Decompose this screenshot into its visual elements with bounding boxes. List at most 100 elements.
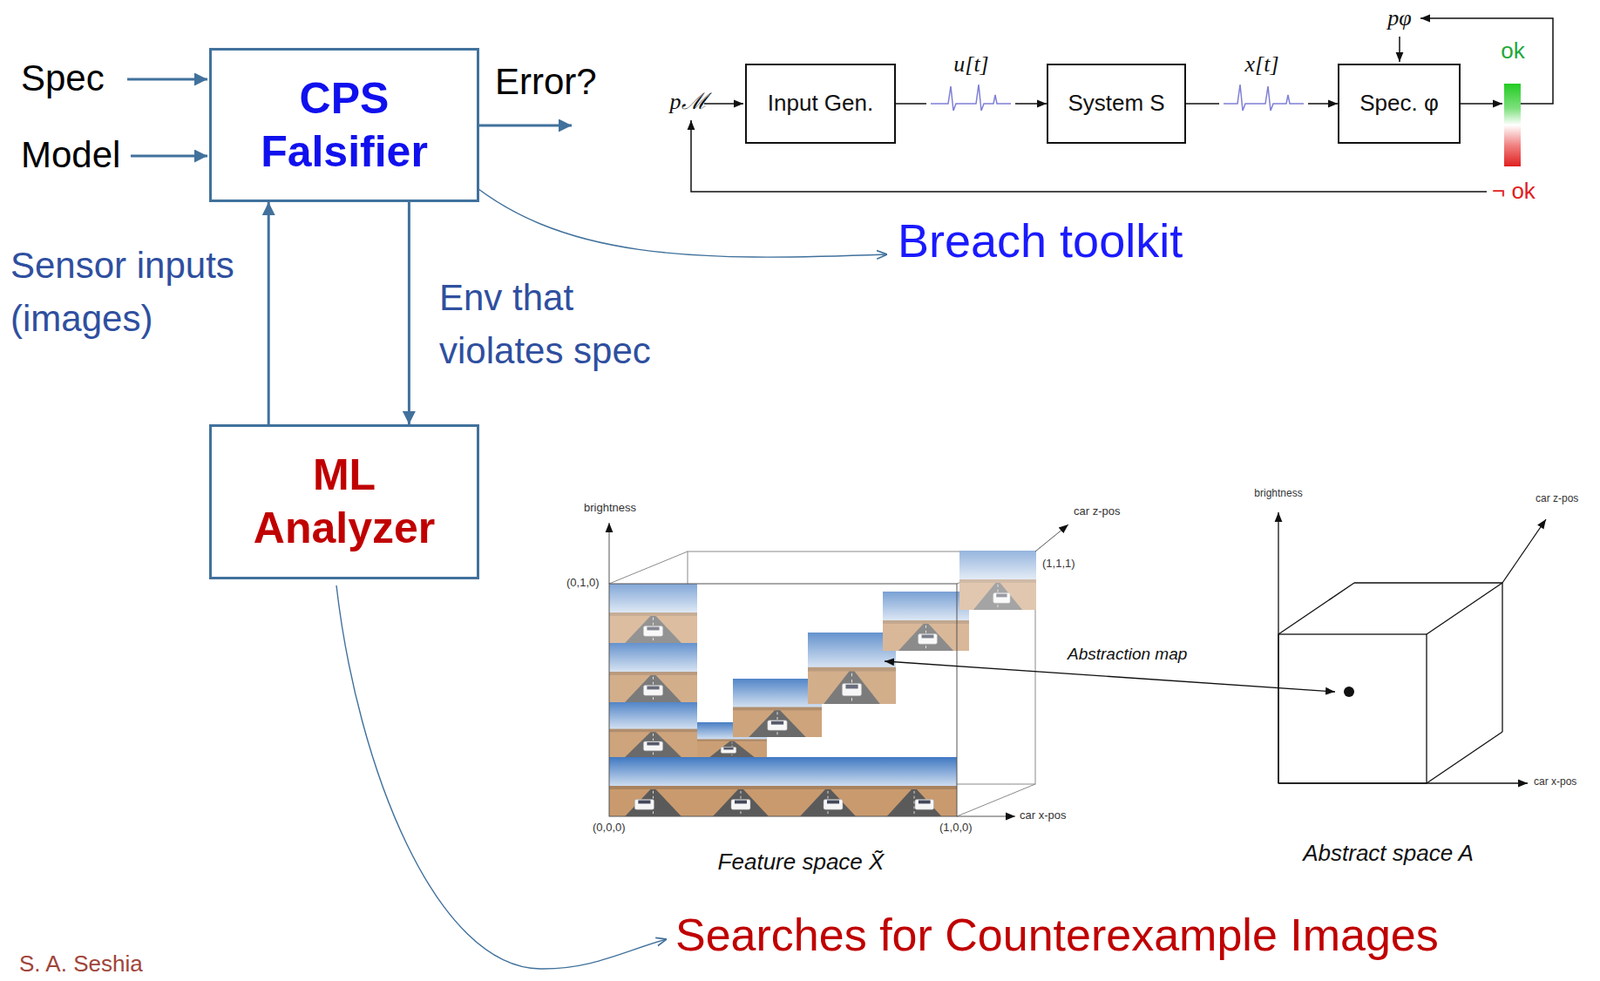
road-image [827,800,840,805]
road-image [959,550,1037,611]
verdict-label: ¬ ok [1491,178,1536,205]
feature-axes [609,522,611,584]
road-image [609,789,698,817]
road-image [800,789,856,817]
box-text: Spec. φ [1359,89,1439,117]
output-label: Error? [494,61,597,103]
callout-label: Searches for Counterexample Images [675,909,1439,963]
road-image [697,789,785,817]
connector-label: u[t] [953,51,989,78]
road-image [871,789,957,817]
road-image [609,583,698,644]
axis-label: car x-pos [1533,776,1577,789]
abstract-cube [1278,634,1427,784]
box-text: CPS Falsifier [222,72,467,179]
road-image [609,643,698,703]
road-image [871,757,957,817]
input-arrows [130,155,208,158]
abstract-cube [1278,583,1503,784]
axis-label: car z-pos [1073,505,1120,519]
road-image [807,632,896,705]
space-caption: Feature space X̃ [718,849,885,876]
block-box: Input Gen. [745,63,896,144]
road-image [882,591,970,651]
connector-arrow [407,202,411,425]
coordinate-label: (0,1,0) [566,576,600,590]
process-box: CPS Falsifier [209,47,480,203]
signal-waveform [926,81,1016,117]
connector-arrow [267,202,271,425]
abstract-cube [1501,583,1503,733]
road-image [609,702,698,758]
road-image [918,800,931,805]
road-image [784,789,872,817]
box-text: ML Analyzer [222,448,467,556]
road-image [871,757,957,792]
feature-cube [609,551,688,584]
feature-axes [609,583,957,817]
coordinate-label: (1,1,1) [1042,557,1076,571]
ok-bar [1504,83,1521,167]
map-label: Abstraction map [1067,644,1187,665]
feature-axes [956,816,1016,818]
coordinate-label: (0,0,0) [592,821,626,835]
block-box: System S [1046,63,1187,144]
space-caption: Abstract space A [1302,840,1474,868]
signal-waveform [1219,81,1309,117]
author-label: S. A. Seshia [19,951,143,978]
parameter-label: pφ [1387,5,1411,32]
abstract-cube [1426,732,1503,784]
abstract-point [1343,686,1355,698]
breach-loop [1460,102,1503,105]
input-arrows [479,124,572,128]
input-label: Model [20,134,121,177]
feature-axes [1035,524,1069,552]
breach-loop [691,18,1553,192]
box-text: Input Gen. [767,89,874,117]
road-image [807,632,896,705]
connector-label: x[t] [1245,51,1280,78]
road-image [882,591,970,651]
tool-name: Breach toolkit [897,213,1183,268]
road-image [609,643,698,703]
abstract-cube [1354,582,1503,584]
road-image [914,791,916,817]
input-arrows [127,78,208,82]
coordinate-label: (1,0,0) [939,821,973,835]
abstract-axes [1278,782,1528,784]
axis-label: brightness [583,501,637,516]
abstract-axes [1278,512,1546,784]
axis-label: car z-pos [1535,493,1579,506]
road-image [731,800,751,811]
road-image [609,583,698,644]
axis-label: brightness [1254,488,1302,501]
road-image [784,757,872,817]
road-image [697,757,785,817]
input-label: Spec [20,57,105,100]
parameter-label: pℳ [670,88,708,116]
road-image [784,757,872,792]
block-box: Spec. φ [1337,63,1461,144]
process-box: ML Analyzer [209,424,480,580]
breach-loop [704,102,744,105]
breach-loop [1398,36,1401,62]
abstract-cube [1426,583,1503,635]
feature-cube [609,551,1036,817]
abstract-cube [1278,583,1355,635]
road-image [712,789,769,817]
road-image [697,757,785,792]
verdict-label: ok [1500,38,1525,65]
road-image [634,800,654,811]
signal-waveform [930,84,1011,111]
road-image [609,550,1037,817]
road-image [915,800,935,811]
road-image [734,800,747,805]
connector-label: Sensor inputs (images) [10,239,246,346]
box-text: System S [1067,89,1165,117]
road-image [959,550,1037,611]
road-image [609,757,698,792]
road-image [887,789,943,817]
connector-label: Env that violates spec [439,271,675,379]
road-image [823,800,843,811]
